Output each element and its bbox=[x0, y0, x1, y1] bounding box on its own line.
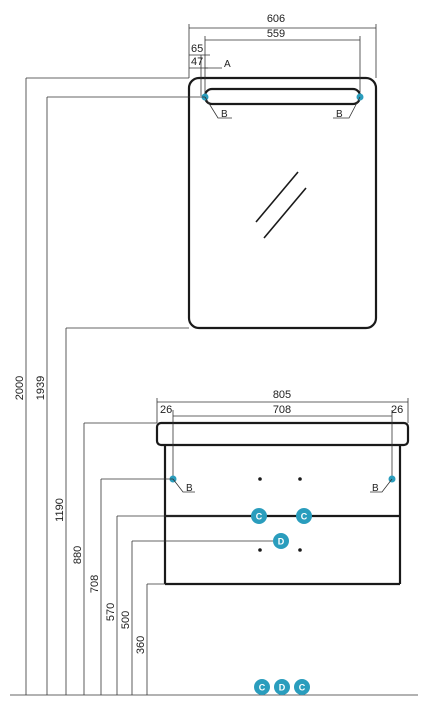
svg-text:C: C bbox=[259, 683, 266, 693]
legend-markers: C D C bbox=[254, 679, 310, 695]
svg-text:C: C bbox=[256, 512, 263, 522]
dim-height-880: 880 bbox=[72, 546, 84, 564]
mirror-frame bbox=[187, 76, 378, 330]
cabinet-holes bbox=[258, 477, 302, 552]
marker-c-right: C bbox=[296, 508, 312, 524]
label-b-mirror-left: B bbox=[221, 109, 228, 120]
legend-marker-d: D bbox=[274, 679, 290, 695]
dim-mirror-offset-a: 65 bbox=[191, 43, 203, 55]
mirror bbox=[187, 76, 378, 330]
dim-height-2000: 2000 bbox=[14, 376, 26, 400]
legend-marker-c-1: C bbox=[254, 679, 270, 695]
cabinet-markers: C C D bbox=[251, 508, 312, 549]
mirror-dimensions: 606 559 65 47 A bbox=[188, 13, 377, 96]
cabinet-mounts: B B bbox=[169, 475, 396, 494]
dim-height-570: 570 bbox=[105, 603, 117, 621]
cabinet bbox=[155, 421, 410, 586]
dim-cabinet-inner-width: 708 bbox=[273, 404, 291, 416]
marker-d: D bbox=[273, 533, 289, 549]
mirror-glare-icon bbox=[255, 171, 307, 239]
dim-height-1190: 1190 bbox=[54, 498, 66, 522]
label-b-cabinet-right: B bbox=[372, 483, 379, 494]
mirror-mounts: B B bbox=[201, 93, 364, 120]
dim-height-360: 360 bbox=[135, 636, 147, 654]
dim-mirror-inner-width: 559 bbox=[267, 28, 285, 40]
label-b-cabinet-left: B bbox=[186, 483, 193, 494]
svg-text:C: C bbox=[299, 683, 306, 693]
legend-marker-c-2: C bbox=[294, 679, 310, 695]
dim-height-500: 500 bbox=[120, 611, 132, 629]
height-dimensions: 2000 1939 1190 880 708 570 500 360 bbox=[10, 77, 418, 696]
dim-cabinet-width: 805 bbox=[273, 389, 291, 401]
dim-height-708: 708 bbox=[89, 575, 101, 593]
label-a: A bbox=[224, 59, 231, 70]
svg-text:D: D bbox=[278, 537, 285, 547]
marker-c-left: C bbox=[251, 508, 267, 524]
svg-text:D: D bbox=[279, 683, 286, 693]
dim-height-1939: 1939 bbox=[35, 376, 47, 400]
mirror-light-bar bbox=[203, 87, 362, 106]
cabinet-countertop bbox=[155, 421, 410, 447]
label-b-mirror-right: B bbox=[336, 109, 343, 120]
dim-mirror-width: 606 bbox=[267, 13, 285, 25]
dim-mirror-offset-b: 47 bbox=[191, 56, 203, 68]
dim-cabinet-offset-right: 26 bbox=[391, 404, 403, 416]
dim-cabinet-offset-left: 26 bbox=[160, 404, 172, 416]
cabinet-dimensions: 805 708 26 26 bbox=[156, 389, 409, 478]
svg-text:C: C bbox=[301, 512, 308, 522]
